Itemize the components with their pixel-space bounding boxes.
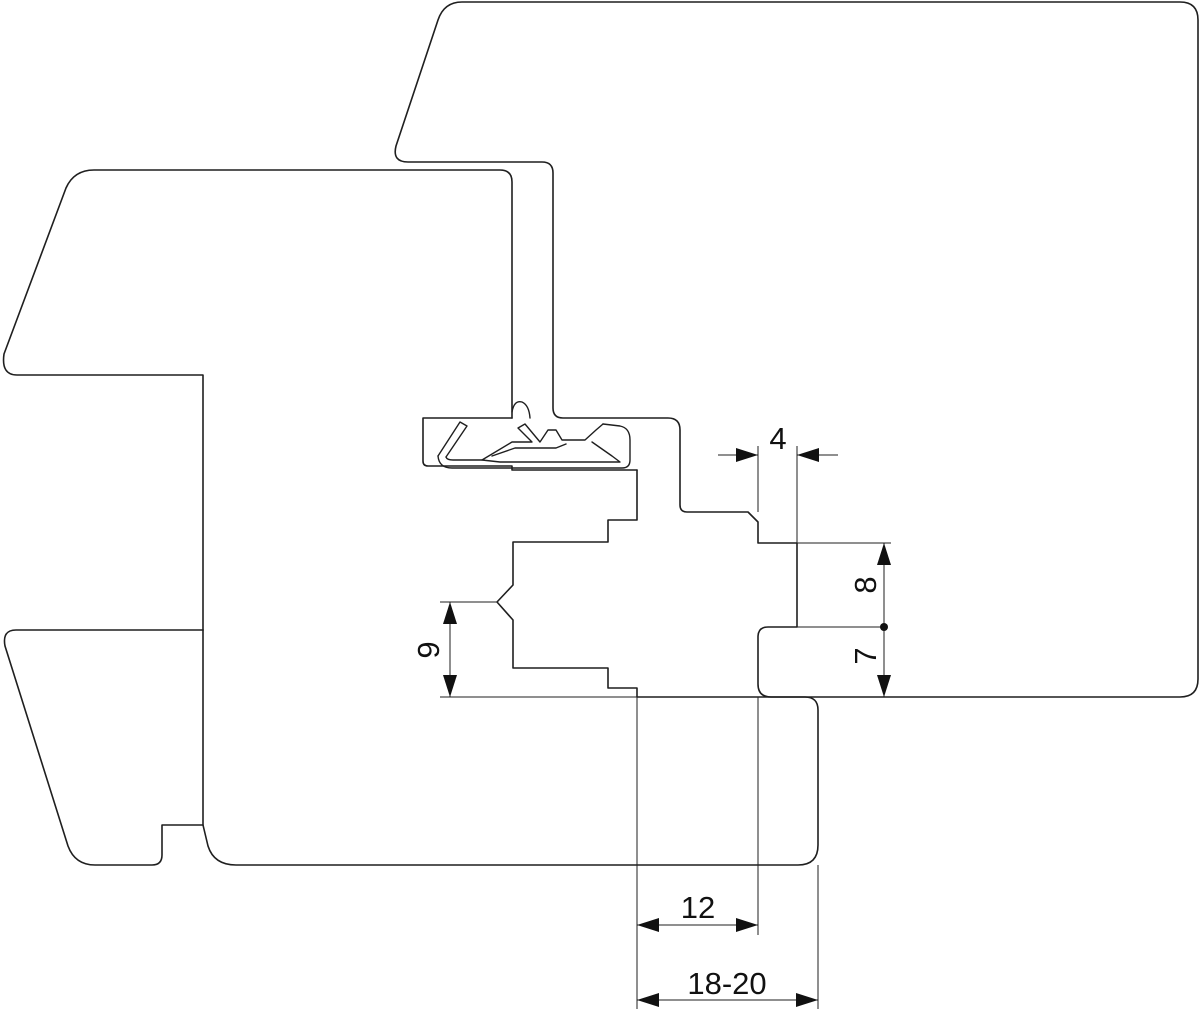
gasket (437, 401, 631, 469)
dimension-bottom-inner: 12 (636, 697, 759, 1009)
gasket-holder (422, 417, 638, 471)
upper-sash-outline (394, 1, 1199, 698)
gasket-hook (511, 401, 531, 419)
dimension-right-dot (880, 623, 888, 631)
dimension-top: 4 (718, 421, 838, 543)
dimension-left-arrow-top (443, 602, 457, 624)
gasket-mid-lip (491, 443, 567, 457)
dimension-bottom-outer-arrow-right (796, 993, 818, 1007)
dimension-right-arrow-bottom (877, 675, 891, 697)
dimension-right-lower-label: 7 (848, 647, 883, 664)
dimension-top-arrow-left (736, 448, 758, 462)
dimension-bottom-outer-arrow-left (637, 993, 659, 1007)
dimension-right: 8 7 (797, 542, 891, 697)
dimension-bottom-outer-label: 18-20 (687, 966, 766, 1001)
gasket-base-inner (445, 423, 604, 461)
gasket-left-fin (437, 421, 468, 458)
dimension-left-arrow-bottom (443, 675, 457, 697)
dimension-bottom-inner-label: 12 (681, 890, 715, 925)
dimension-bottom-inner-arrow-right (736, 918, 758, 932)
gasket-right-fin (481, 441, 621, 463)
dimension-right-upper-label: 8 (848, 576, 883, 593)
dimension-top-label: 4 (769, 421, 786, 456)
dimension-bottom-inner-arrow-left (637, 918, 659, 932)
dimension-bottom-outer: 18-20 (637, 865, 819, 1009)
lower-frame-outline (3, 469, 819, 866)
dimension-top-arrow-right (797, 448, 819, 462)
left-frame-outline (2, 169, 513, 631)
gasket-base-outer (437, 423, 631, 469)
dimension-left-label: 9 (411, 641, 446, 658)
dimension-right-arrow-top (877, 543, 891, 565)
dimension-left: 9 (411, 601, 637, 698)
